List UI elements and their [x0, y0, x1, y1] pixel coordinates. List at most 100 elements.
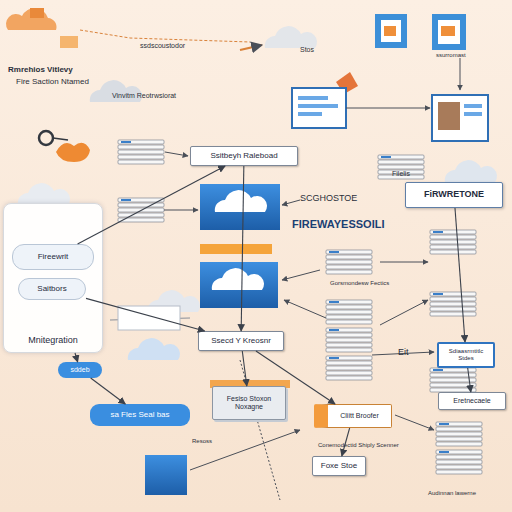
process-box: sddeb — [58, 362, 102, 378]
app-icon — [441, 26, 455, 36]
app-icon — [375, 14, 407, 48]
process-box: sa Fles Seal bas — [90, 404, 190, 426]
flow-arrow — [256, 351, 335, 404]
document-stack — [326, 250, 372, 274]
monitor-icon — [292, 88, 346, 128]
annotation-label: Vinvitm Reotrwsiorat — [112, 92, 176, 100]
app-icon — [438, 20, 460, 44]
process-box: FiRWRETONE — [405, 182, 503, 208]
monitor-bar — [298, 112, 322, 116]
monitor-icon — [432, 95, 488, 141]
monitor-bar — [464, 104, 482, 108]
cloud-panel — [200, 184, 280, 230]
monitor-bar — [298, 104, 338, 108]
flow-arrow — [455, 208, 465, 342]
leader-line — [165, 152, 188, 156]
node-text: Cliitt Broofer — [340, 412, 379, 420]
annotation-label: Resoss — [192, 438, 212, 445]
annotation-label: Gorsmondesw Fectics — [330, 280, 389, 287]
annotation-label: Audinnan lawerne — [428, 490, 476, 497]
node-text: Foxe Stoe — [321, 462, 357, 471]
document-stack — [118, 140, 164, 164]
cloud-panel — [200, 262, 278, 308]
leader-line — [284, 300, 326, 318]
flow-arrow — [75, 353, 78, 362]
dashed-wire — [80, 30, 250, 42]
node-text: sddeb — [70, 366, 89, 374]
annotation-label: Fire Saction Ntamed — [16, 78, 89, 87]
orange-cloud — [56, 143, 90, 162]
process-box: Ssecd Y Kreosnr — [198, 331, 284, 351]
flow-arrow — [91, 378, 126, 404]
node-text: Ssitbeyh Raleboad — [210, 152, 277, 161]
document-stack — [430, 368, 476, 392]
leader-line — [380, 300, 428, 325]
document-stack — [326, 328, 372, 352]
app-icon — [381, 20, 401, 42]
process-box: Sdiaasrmtitlc Stdes — [437, 342, 495, 368]
document-stack — [436, 422, 482, 446]
leader-line — [164, 210, 198, 211]
node-text: Noxagne — [235, 403, 263, 411]
node-text: Saitbors — [37, 285, 66, 294]
flow-arrow — [242, 351, 247, 386]
leader-line — [190, 430, 300, 470]
app-icon — [432, 14, 466, 50]
node-text: Eretnecaele — [453, 397, 490, 405]
annotation-label: Stos — [300, 46, 314, 54]
process-box: Fesiso StoxonNoxagne — [212, 386, 286, 420]
monitor-picture — [438, 102, 460, 130]
leader-line — [282, 200, 300, 205]
document-stack — [430, 292, 476, 316]
annotation-label: ssurromast — [436, 52, 466, 59]
process-box: Ssitbeyh Raleboad — [190, 146, 298, 166]
annotation-label: Filelis — [392, 170, 410, 178]
leader-line — [460, 58, 461, 90]
flow-arrow — [342, 428, 350, 456]
node-text: Mnitegration — [28, 336, 78, 346]
document-stack — [430, 230, 476, 254]
folder-icon — [60, 36, 78, 48]
leader-line — [395, 415, 434, 430]
annotation-label: FIREWAYESSOILI — [292, 218, 385, 230]
node-text: FiRWRETONE — [424, 190, 484, 200]
process-box: Eretnecaele — [438, 392, 506, 410]
annotation-label: ssdscoustodor — [140, 42, 185, 50]
flow-arrow — [86, 298, 205, 331]
cloud-icon — [215, 190, 267, 212]
node-text: Fireewrit — [38, 253, 69, 262]
monitor-bar — [298, 96, 328, 100]
process-box: Cliitt Broofer — [314, 404, 392, 428]
orange-bar — [200, 244, 272, 254]
gear-icon — [39, 131, 53, 145]
annotation-label: SCGHOSTOE — [300, 194, 357, 204]
node-text: sa Fles Seal bas — [110, 411, 169, 420]
app-icon — [384, 26, 396, 36]
leader-line — [346, 108, 430, 109]
cloud-icon — [445, 160, 497, 182]
flow-arrow — [468, 368, 471, 392]
cloud-icon — [212, 268, 264, 290]
cloud-icon — [18, 183, 70, 205]
orange-arrow — [240, 45, 262, 50]
node-text: Sdiaasrmtitlc Stdes — [442, 348, 490, 361]
annotation-label: Eit — [398, 348, 409, 358]
node-text: Ssecd Y Kreosnr — [211, 337, 271, 346]
cloud-icon — [265, 26, 317, 48]
annotation-label: Rmrehios Vitlevy — [8, 66, 73, 75]
process-box: Saitbors — [18, 278, 86, 300]
process-box: Foxe Stoe — [312, 456, 366, 476]
folder-icon — [30, 8, 44, 18]
process-box: Fireewrit — [12, 244, 94, 270]
node-text: Fesiso Stoxon — [227, 395, 271, 403]
process-box: Mnitegration FireewritSaitbors — [3, 203, 103, 353]
flow-arrow — [78, 166, 226, 244]
leader-line — [53, 138, 68, 140]
document-stack — [326, 300, 372, 324]
document-stack — [118, 198, 164, 222]
annotation-label: Conemodectid Shiply Scenner — [318, 442, 399, 449]
document-stack — [326, 356, 372, 380]
cloud-panel — [145, 455, 187, 495]
